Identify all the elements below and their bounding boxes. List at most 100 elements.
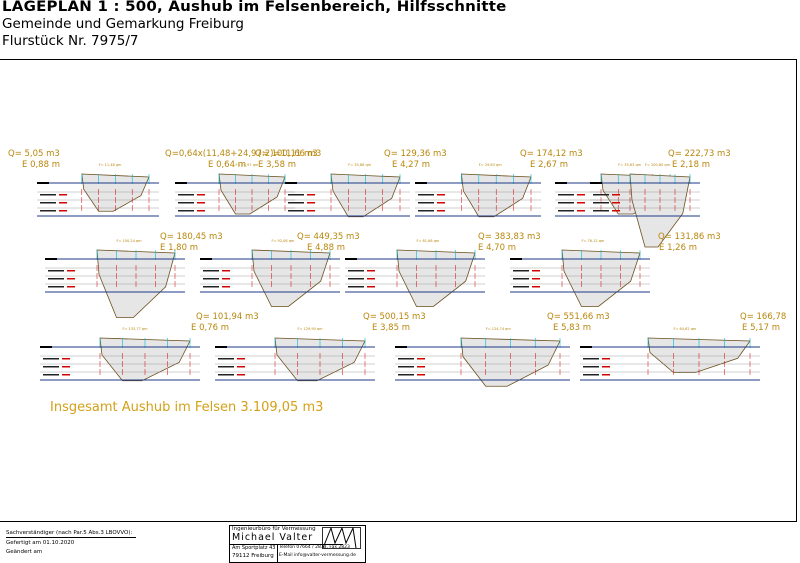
section-area-label: F= 100,80 qm bbox=[645, 163, 671, 167]
section-elevation-label: E 0,76 m bbox=[191, 323, 229, 333]
table-row-value bbox=[62, 366, 70, 368]
section-elevation-label: E 5,83 m bbox=[553, 323, 591, 333]
section-tag bbox=[590, 182, 602, 184]
table-row-value bbox=[59, 194, 67, 196]
table-row-value bbox=[602, 358, 610, 360]
section-area-label: F= 29,63 qm bbox=[478, 163, 502, 167]
cross-section-3 bbox=[285, 173, 410, 218]
table-row-label bbox=[218, 366, 234, 368]
table-row-value bbox=[367, 286, 375, 288]
drawing-frame bbox=[0, 59, 797, 522]
cross-section-8 bbox=[200, 249, 340, 307]
section-volume-label: Q= 500,15 m3 bbox=[363, 312, 426, 322]
section-area-label: F= 76,12 qm bbox=[581, 239, 605, 243]
section-tag bbox=[200, 258, 212, 260]
parcel-line: Flurstück Nr. 7975/7 bbox=[2, 33, 139, 49]
cross-section-13 bbox=[395, 337, 570, 387]
stamp-divider bbox=[230, 544, 343, 545]
section-elevation-label: E 3,85 m bbox=[372, 323, 410, 333]
section-area-label: F= 35,63 qm bbox=[618, 163, 642, 167]
table-row-value bbox=[237, 366, 245, 368]
section-elevation-label: E 4,27 m bbox=[392, 160, 430, 170]
section-volume-label: Q= 551,66 m3 bbox=[547, 312, 610, 322]
section-tag bbox=[37, 182, 49, 184]
table-row-label bbox=[203, 278, 219, 280]
section-tag bbox=[510, 258, 522, 260]
section-tag bbox=[45, 258, 57, 260]
section-elevation-label: E 5,17 m bbox=[742, 323, 780, 333]
cross-section-2 bbox=[175, 173, 295, 217]
section-volume-label: Q= 131,86 m3 bbox=[658, 232, 721, 242]
table-row-value bbox=[437, 210, 445, 212]
cross-section-1 bbox=[37, 173, 159, 217]
table-row-value bbox=[197, 194, 205, 196]
table-row-label bbox=[218, 374, 234, 376]
table-row-value bbox=[612, 194, 620, 196]
table-row-label bbox=[288, 194, 304, 196]
table-row-label bbox=[203, 286, 219, 288]
table-row-label bbox=[43, 366, 59, 368]
cross-section-10 bbox=[510, 249, 650, 307]
cross-section-14 bbox=[580, 337, 760, 381]
table-row-value bbox=[437, 194, 445, 196]
cross-section-6 bbox=[590, 173, 700, 248]
section-volume-label: Q= 129,36 m3 bbox=[384, 149, 447, 159]
stamp-street: Am Sportplatz 43 bbox=[232, 545, 276, 551]
drawing-title: LAGEPLAN 1 : 500, Aushub im Felsenbereic… bbox=[2, 0, 507, 15]
section-tag bbox=[555, 182, 567, 184]
table-row-value bbox=[532, 270, 540, 272]
table-row-value bbox=[222, 286, 230, 288]
table-row-label bbox=[48, 286, 64, 288]
table-row-label bbox=[178, 194, 194, 196]
table-row-label bbox=[40, 194, 56, 196]
table-row-value bbox=[197, 202, 205, 204]
section-area-label: F= 35,86 qm bbox=[348, 163, 372, 167]
table-row-value bbox=[437, 202, 445, 204]
table-row-label bbox=[348, 270, 364, 272]
section-elevation-label: E 2,18 m bbox=[672, 160, 710, 170]
table-row-value bbox=[417, 358, 425, 360]
table-row-label bbox=[348, 286, 364, 288]
table-row-label bbox=[513, 278, 529, 280]
table-row-value bbox=[602, 366, 610, 368]
table-row-value bbox=[222, 278, 230, 280]
table-row-value bbox=[612, 210, 620, 212]
table-row-label bbox=[418, 202, 434, 204]
section-area-label: F= 24,97 qm bbox=[235, 163, 259, 167]
table-row-label bbox=[593, 194, 609, 196]
section-area-label: F= 124,74 qm bbox=[485, 327, 511, 331]
municipality-line: Gemeinde und Gemarkung Freiburg bbox=[2, 16, 244, 32]
cross-section-7 bbox=[45, 249, 185, 318]
table-row-label bbox=[513, 270, 529, 272]
section-volume-label: Q= 100,11 m3 bbox=[255, 149, 318, 159]
table-row-label bbox=[178, 210, 194, 212]
section-tag bbox=[580, 346, 592, 348]
section-volume-label: Q= 383,83 m3 bbox=[478, 232, 541, 242]
table-row-value bbox=[612, 202, 620, 204]
table-row-value bbox=[307, 210, 315, 212]
table-row-label bbox=[418, 210, 434, 212]
table-row-label bbox=[513, 286, 529, 288]
table-row-value bbox=[532, 278, 540, 280]
section-tag bbox=[285, 182, 297, 184]
table-row-label bbox=[40, 210, 56, 212]
made-date: Gefertigt am 01.10.2020 bbox=[6, 540, 75, 546]
table-row-value bbox=[197, 210, 205, 212]
table-row-value bbox=[62, 358, 70, 360]
table-row-value bbox=[577, 210, 585, 212]
stamp-phone: Telefon 07664 / 2873, Fax 2823 bbox=[279, 545, 350, 550]
footer-underline bbox=[6, 537, 136, 538]
section-elevation-label: E 1,26 m bbox=[659, 243, 697, 253]
table-row-label bbox=[593, 202, 609, 204]
section-area-label: F= 11,48 qm bbox=[98, 163, 122, 167]
table-row-label bbox=[583, 358, 599, 360]
stamp-email: E-Mail info@valter-vermessung.de bbox=[279, 553, 356, 558]
stamp-city: 79112 Freiburg bbox=[232, 553, 274, 559]
table-row-value bbox=[237, 374, 245, 376]
table-row-label bbox=[178, 202, 194, 204]
table-row-label bbox=[558, 210, 574, 212]
table-row-label bbox=[48, 278, 64, 280]
table-row-value bbox=[67, 278, 75, 280]
table-row-value bbox=[307, 202, 315, 204]
